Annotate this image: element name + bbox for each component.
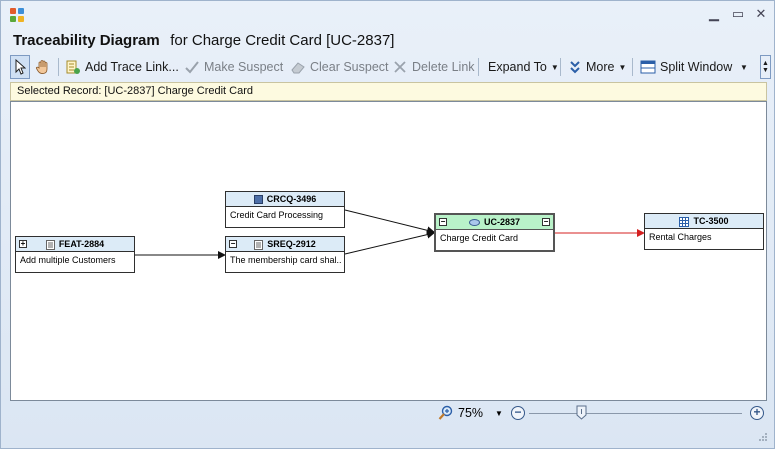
collapse-right-icon[interactable]: − — [542, 217, 550, 226]
double-chevron-down-icon — [570, 61, 580, 74]
more-label: More — [586, 60, 615, 74]
node-id: FEAT-2884 — [58, 239, 105, 249]
node-id: UC-2837 — [483, 217, 521, 227]
page-heading: Traceability Diagram for Charge Credit C… — [13, 32, 394, 54]
make-suspect-button[interactable]: Make Suspect — [184, 55, 283, 79]
zoom-out-button[interactable]: − — [511, 406, 525, 420]
node-id: SREQ-2912 — [267, 239, 316, 249]
collapse-left-icon[interactable]: − — [439, 217, 447, 226]
toolbar-separator — [58, 58, 59, 76]
split-window-label: Split Window — [660, 60, 733, 74]
node-header: + FEAT-2884 — [16, 237, 134, 252]
delete-x-icon — [394, 61, 406, 73]
pan-tool-button[interactable] — [35, 55, 55, 79]
node-id: TC-3500 — [693, 216, 729, 226]
toolbar-separator — [632, 58, 633, 76]
title-bar: ▁ ▭ ✕ — [1, 1, 774, 29]
select-tool-button[interactable] — [10, 55, 30, 79]
toolbar: Add Trace Link... Make Suspect Clear Sus… — [8, 55, 773, 79]
node-header: TC-3500 — [645, 214, 763, 229]
more-dropdown[interactable]: More ▼ — [568, 55, 626, 79]
minimize-icon[interactable]: ▁ — [709, 6, 719, 21]
clear-suspect-button[interactable]: Clear Suspect — [290, 55, 389, 79]
dropdown-caret-icon: ▼ — [740, 62, 748, 72]
clear-suspect-label: Clear Suspect — [310, 60, 389, 74]
delete-link-label: Delete Link — [412, 60, 475, 74]
node-label: The membership card shal.. — [230, 255, 342, 265]
add-trace-link-icon — [66, 60, 80, 74]
zoom-level-value[interactable]: 75% — [458, 406, 484, 420]
expand-to-label: Expand To — [488, 60, 547, 74]
pointer-icon — [15, 59, 26, 75]
node-label: Charge Credit Card — [440, 233, 519, 243]
split-window-icon — [640, 60, 656, 74]
dropdown-caret-icon: ▼ — [618, 62, 627, 72]
delete-link-button[interactable]: Delete Link — [392, 55, 475, 79]
add-trace-link-label: Add Trace Link... — [85, 60, 179, 74]
scroll-up-icon: ▲ — [762, 60, 769, 67]
trace-link-sreq-uc[interactable] — [344, 230, 435, 255]
document-icon — [254, 239, 264, 250]
toolbar-separator — [560, 58, 561, 76]
split-window-dropdown[interactable]: ▼ — [736, 55, 748, 79]
node-label: Credit Card Processing — [230, 210, 324, 220]
hand-icon — [35, 60, 48, 74]
maximize-icon[interactable]: ▭ — [731, 6, 745, 21]
add-trace-link-button[interactable]: Add Trace Link... — [65, 55, 179, 79]
zoom-magnifier-icon[interactable] — [438, 405, 454, 421]
toolbar-overflow-button[interactable]: ▲ ▼ — [760, 55, 771, 79]
zoom-footer: 75% ▼ − + — [10, 402, 767, 426]
expand-to-dropdown[interactable]: Expand To ▼ — [488, 55, 559, 79]
eraser-icon — [291, 62, 305, 74]
diagram-node-feat-2884[interactable]: + FEAT-2884 Add multiple Customers — [15, 236, 135, 273]
use-case-icon — [468, 219, 480, 227]
page-title: Traceability Diagram — [13, 32, 160, 49]
diagram-node-crcq-3496[interactable]: CRCQ-3496 Credit Card Processing — [225, 191, 345, 228]
diagram-canvas[interactable]: + FEAT-2884 Add multiple Customers CRCQ-… — [10, 101, 767, 401]
node-header: CRCQ-3496 — [226, 192, 344, 207]
document-icon — [45, 239, 55, 250]
requirement-icon — [253, 195, 263, 205]
selected-record-text: Selected Record: [UC-2837] Charge Credit… — [17, 85, 254, 97]
link-layer — [135, 209, 645, 259]
zoom-slider-thumb[interactable] — [576, 405, 587, 420]
test-case-icon — [679, 216, 690, 227]
expand-icon[interactable]: + — [19, 239, 27, 248]
scroll-down-icon: ▼ — [762, 67, 769, 74]
node-id: CRCQ-3496 — [266, 194, 317, 204]
collapse-icon[interactable]: − — [229, 239, 237, 248]
page-subtitle: for Charge Credit Card [UC-2837] — [170, 32, 395, 49]
toolbar-separator — [478, 58, 479, 76]
trace-link-crcq-uc[interactable] — [344, 209, 435, 235]
zoom-dropdown-caret-icon[interactable]: ▼ — [495, 409, 503, 418]
zoom-in-button[interactable]: + — [750, 406, 764, 420]
app-logo-icon — [10, 8, 24, 22]
diagram-node-tc-3500[interactable]: TC-3500 Rental Charges — [644, 213, 764, 250]
checkmark-icon — [185, 61, 199, 74]
zoom-slider-track[interactable] — [529, 413, 742, 414]
diagram-node-sreq-2912[interactable]: − SREQ-2912 The membership card shal.. — [225, 236, 345, 273]
make-suspect-label: Make Suspect — [204, 60, 284, 74]
close-icon[interactable]: ✕ — [755, 6, 767, 21]
diagram-node-uc-2837[interactable]: − UC-2837 − Charge Credit Card — [434, 213, 555, 252]
selected-record-bar: Selected Record: [UC-2837] Charge Credit… — [10, 82, 767, 101]
node-label: Rental Charges — [649, 232, 712, 242]
resize-grip-icon[interactable] — [758, 432, 768, 442]
node-label: Add multiple Customers — [20, 255, 116, 265]
dropdown-caret-icon: ▼ — [550, 62, 559, 72]
split-window-button[interactable]: Split Window — [640, 55, 732, 79]
node-header: − UC-2837 − — [436, 215, 553, 230]
node-header: − SREQ-2912 — [226, 237, 344, 252]
